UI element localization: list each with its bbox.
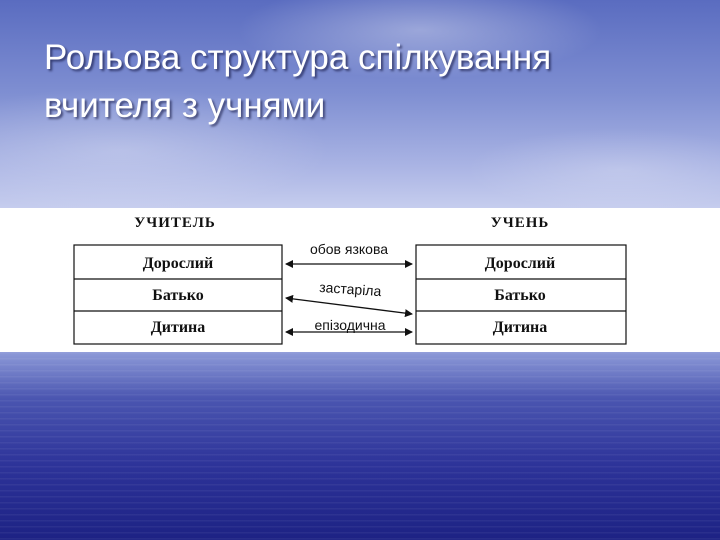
teacher-role-parent: Батько (152, 287, 204, 304)
teacher-role-child: Дитина (151, 319, 206, 336)
role-diagram: УЧИТЕЛЬ УЧЕНЬ Дорослий Батько Дитина Дор… (73, 215, 627, 345)
slide-title-line-1: Рольова структура спілкування (44, 38, 552, 77)
teacher-header: УЧИТЕЛЬ (134, 215, 216, 231)
slide-title-line-2: вчителя з учнями (44, 86, 326, 125)
diagram-band: УЧИТЕЛЬ УЧЕНЬ Дорослий Батько Дитина Дор… (0, 208, 720, 352)
student-header: УЧЕНЬ (491, 215, 550, 231)
slide-title: Рольова структура спілкування вчителя з … (44, 34, 684, 130)
link-label-outdated: застаріла (319, 279, 382, 299)
connection-parent: застаріла (285, 279, 413, 318)
link-label-episodic: епізодична (314, 317, 385, 333)
student-roles-table: Дорослий Батько Дитина (415, 244, 627, 345)
teacher-table-border (73, 244, 283, 345)
link-label-obligatory: обов язкова (310, 241, 388, 257)
student-role-child: Дитина (493, 319, 548, 336)
sea-background (0, 352, 720, 540)
teacher-roles-table: Дорослий Батько Дитина (73, 244, 283, 345)
connection-child: епізодична (285, 317, 413, 336)
double-arrow (285, 294, 413, 318)
connection-adult: обов язкова (285, 241, 413, 268)
student-role-adult: Дорослий (485, 255, 555, 272)
student-table-border (415, 244, 627, 345)
student-role-parent: Батько (494, 287, 546, 304)
sky-background (0, 0, 720, 208)
teacher-role-adult: Дорослий (143, 255, 213, 272)
